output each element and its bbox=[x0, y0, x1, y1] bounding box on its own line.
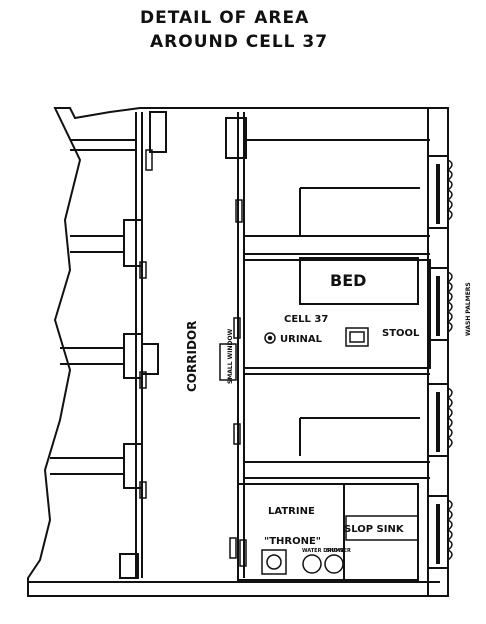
stool bbox=[345, 327, 369, 347]
label-urinal: URINAL bbox=[280, 334, 323, 345]
building-outline bbox=[27, 107, 449, 597]
label-slop-sink: SLOP SINK bbox=[344, 524, 405, 535]
shower-drain bbox=[324, 554, 344, 574]
cell-37-room bbox=[243, 259, 431, 369]
label-bed: BED bbox=[330, 271, 366, 290]
label-latrine: LATRINE bbox=[268, 506, 315, 517]
label-palms: WASH PALMERS bbox=[465, 282, 472, 336]
throne bbox=[261, 549, 287, 575]
label-stool: STOOL bbox=[382, 328, 420, 339]
label-throne: "THRONE" bbox=[264, 536, 321, 547]
label-corridor: CORRIDOR bbox=[185, 321, 199, 392]
title-line-1: DETAIL OF AREA bbox=[140, 8, 310, 28]
label-water-drums: WATER DRUMS bbox=[302, 548, 344, 554]
water-drum bbox=[302, 554, 322, 574]
title-line-2: AROUND CELL 37 bbox=[150, 32, 329, 52]
small-window bbox=[219, 343, 237, 381]
label-small-window: SMALL WINDOW bbox=[227, 328, 234, 384]
urinal bbox=[264, 332, 276, 344]
label-shower: SHOWER bbox=[326, 548, 351, 554]
slop-sink bbox=[345, 515, 419, 541]
bed bbox=[299, 257, 419, 305]
label-cell: CELL 37 bbox=[284, 314, 328, 325]
